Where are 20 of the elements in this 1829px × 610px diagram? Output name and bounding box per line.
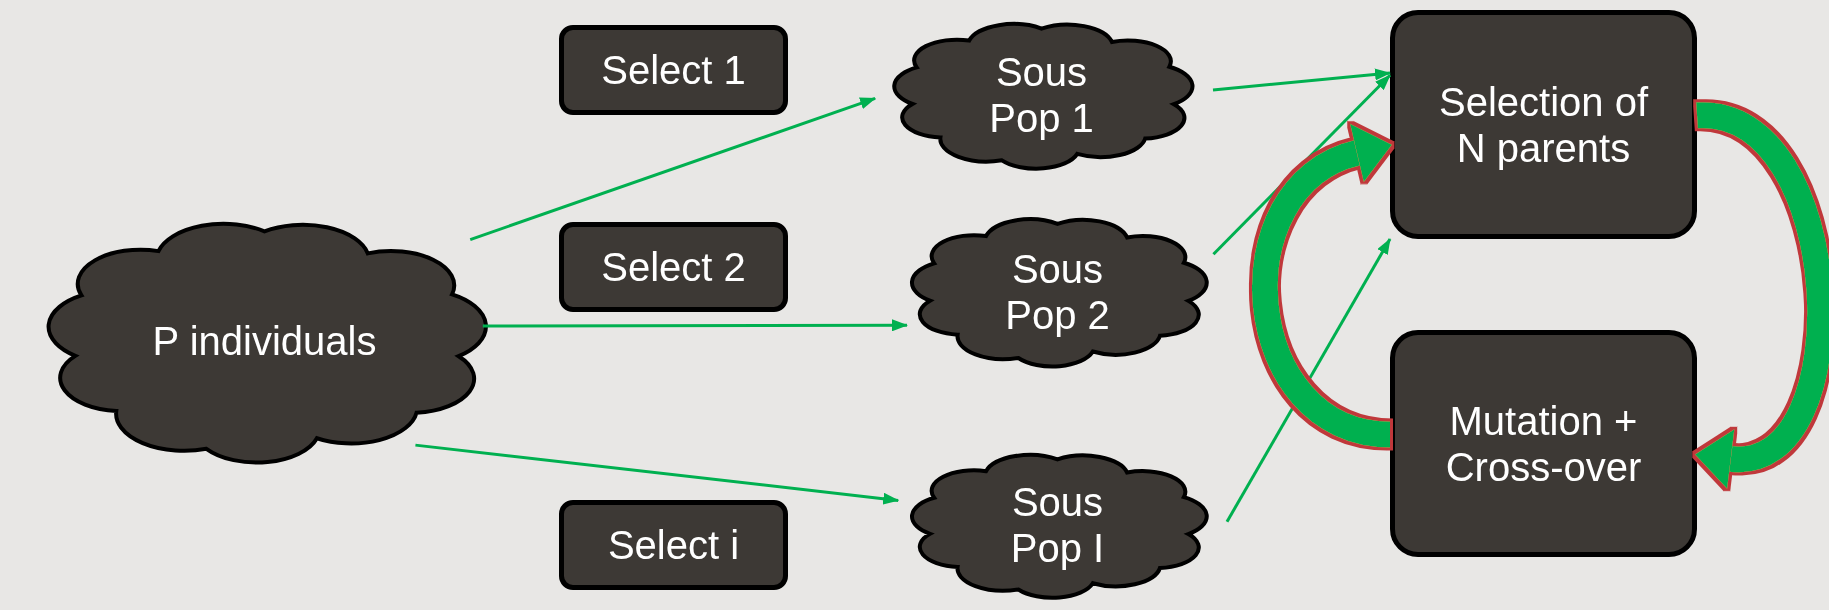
node-text: Sous Pop 2 [1004,245,1111,338]
arrow [1212,68,1391,92]
node-text: Sous Pop 1 [988,49,1095,141]
node-text: P individuals [152,318,377,364]
process-box [1390,330,1697,557]
select-box [559,222,788,312]
select-box [559,25,788,115]
process-box [1390,10,1697,239]
arrow [1225,238,1392,523]
arrow [469,96,877,242]
node-text: Select i [607,522,740,568]
arrow [415,443,900,505]
node-text: Sous Pop I [1009,479,1106,571]
select-box [559,500,788,590]
node-text: Selection of N parents [1438,78,1650,171]
arrow [482,319,908,332]
node-text: Mutation + Cross-over [1444,397,1643,490]
node-text: Select 1 [601,47,746,93]
arrow [1212,74,1392,256]
node-text: Select 2 [601,244,746,290]
